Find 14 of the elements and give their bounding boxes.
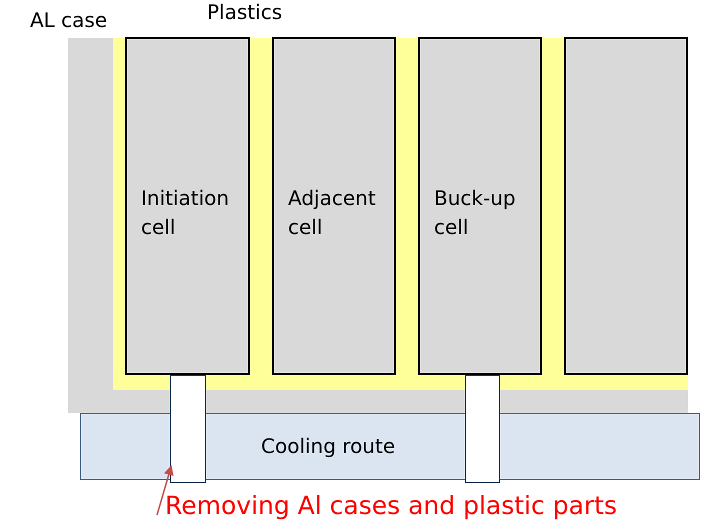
region-label: Plastics [207,0,282,24]
battery-cell [125,37,250,375]
leader-arrow [156,465,174,516]
region-label: AL case [30,8,108,32]
route-label: Cooling route [261,434,396,458]
cell-label: Initiation cell [141,185,230,241]
cell-label: Buck-up cell [434,185,517,241]
opening [170,375,206,483]
cell-label: Adjacent cell [288,185,377,241]
battery-cell [272,37,396,375]
annotation-text: Removing Al cases and plastic parts [165,490,617,522]
battery-cell [564,37,688,375]
opening [465,375,500,483]
battery-cell [418,37,542,375]
